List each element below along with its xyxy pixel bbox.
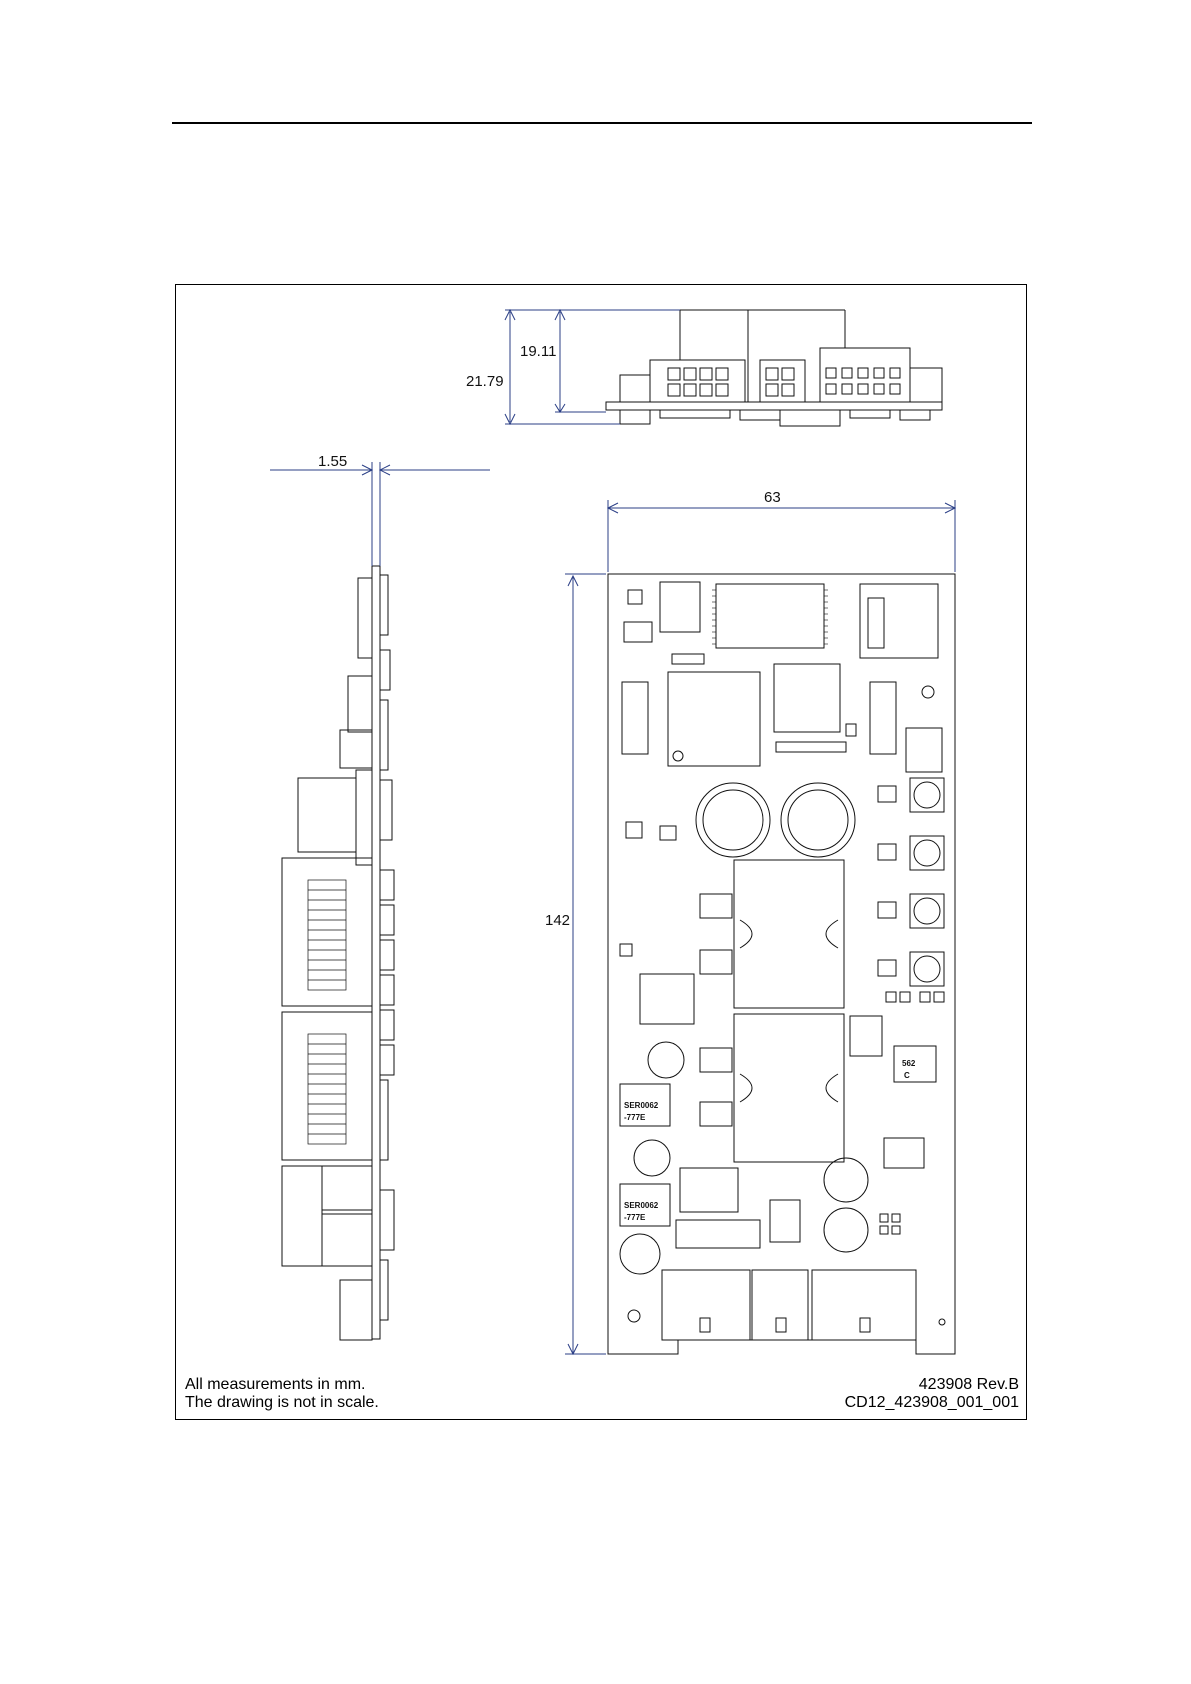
transformer-label-1b: -777E — [624, 1113, 646, 1122]
plan-view: 63 142 — [545, 489, 955, 1354]
side-view-end-part — [910, 368, 942, 402]
side-view-left: 1.55 — [270, 453, 490, 1340]
inductor-marking: 562 — [902, 1059, 916, 1068]
board-outline — [608, 574, 955, 1354]
left-view-pcb — [372, 566, 380, 1339]
units-note: All measurements in mm. — [185, 1376, 379, 1394]
board-width-dimension — [608, 500, 955, 572]
dim-pcb-thickness: 1.55 — [318, 453, 347, 470]
drawing-id: CD12_423908_001_001 — [845, 1394, 1019, 1412]
left-view-left-components — [282, 578, 372, 1340]
transformer-label-2b: -777E — [624, 1213, 646, 1222]
scale-note: The drawing is not in scale. — [185, 1394, 379, 1412]
ic-marking: C — [904, 1071, 910, 1080]
notes-left: All measurements in mm. The drawing is n… — [185, 1376, 379, 1412]
board-length-dimension — [565, 574, 606, 1354]
dim-board-width: 63 — [764, 489, 781, 506]
part-number: 423908 Rev.B — [845, 1376, 1019, 1394]
dim-board-length: 142 — [545, 912, 570, 929]
transformer-label-2: SER0062 — [624, 1201, 659, 1210]
side-view-bottom-components — [620, 410, 930, 426]
side-view-small-part — [620, 375, 650, 402]
left-view-right-components — [380, 575, 394, 1320]
side-view-pcb — [606, 402, 942, 410]
pcb-thickness-dimension — [270, 462, 490, 566]
side-view-connector-1 — [650, 360, 745, 402]
dim-height-component: 19.11 — [520, 343, 556, 360]
notes-right: 423908 Rev.B CD12_423908_001_001 — [845, 1376, 1019, 1412]
side-view-top: 19.11 21.79 — [466, 310, 942, 426]
dim-height-overall: 21.79 — [466, 373, 504, 390]
transformer-label-1: SER0062 — [624, 1101, 659, 1110]
